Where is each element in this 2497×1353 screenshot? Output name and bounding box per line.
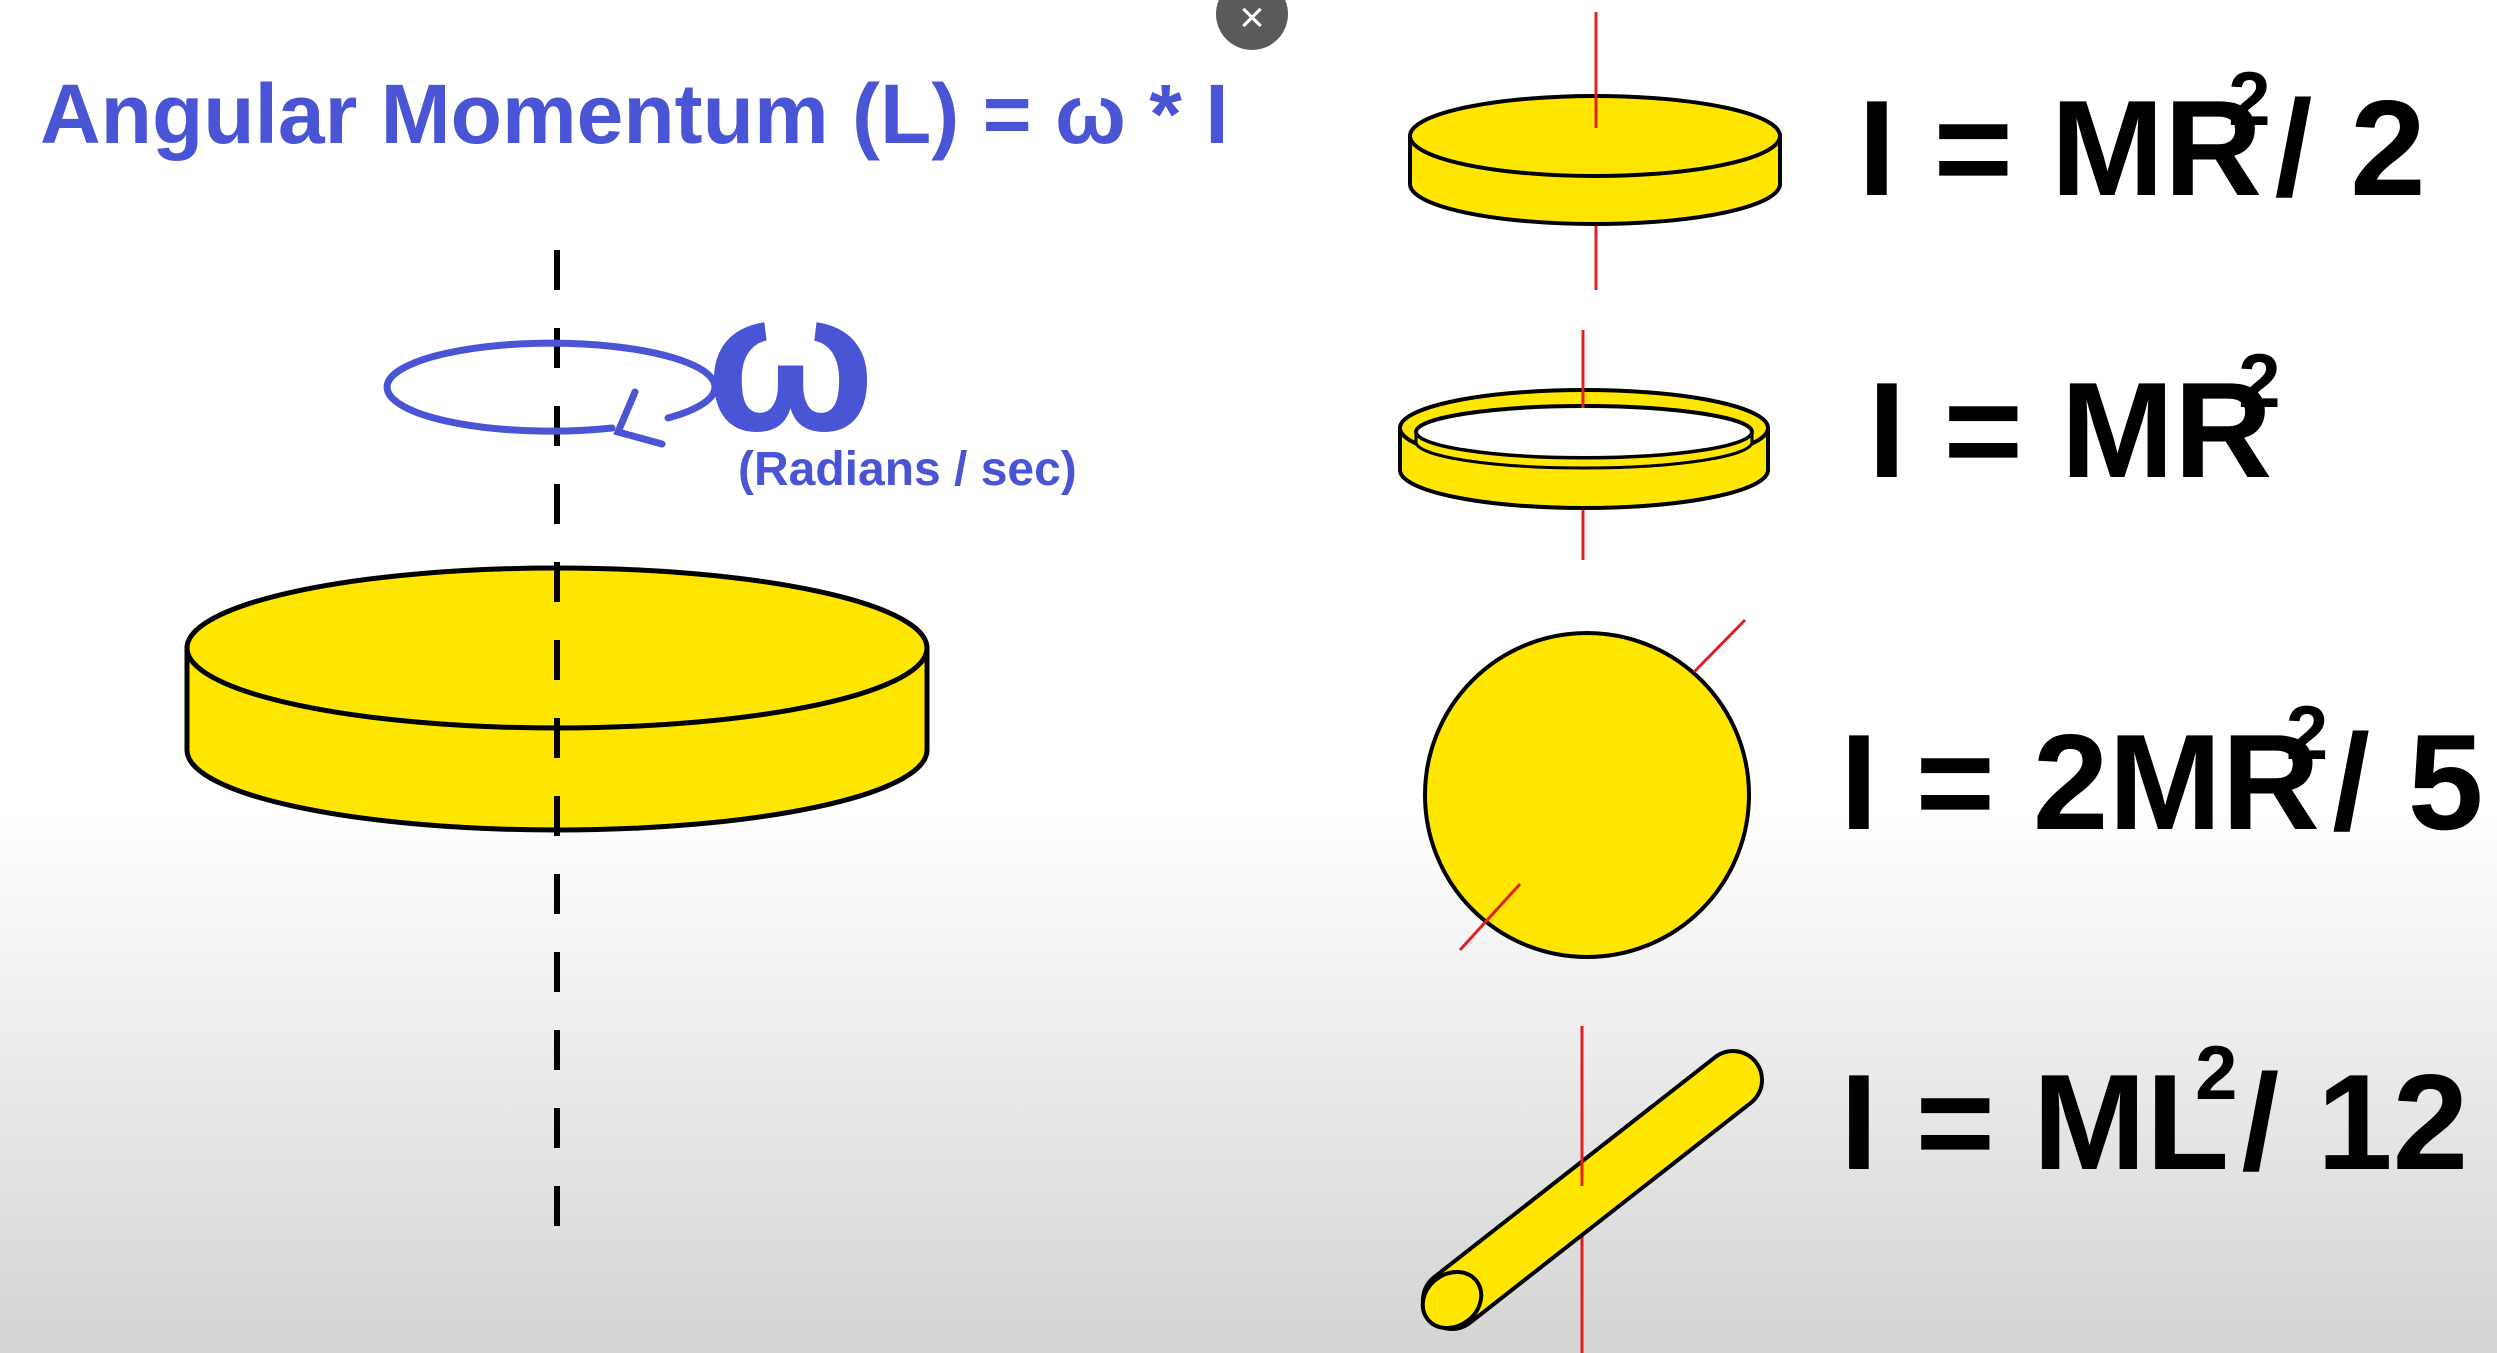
sphere-shape [1423, 618, 1751, 959]
formula-exponent: 2 [2238, 339, 2281, 424]
rod-shape [1420, 1026, 1764, 1353]
formula-base: I = 2MR [1840, 706, 2320, 858]
formula-tail: / 12 [2241, 1046, 2469, 1198]
formula-ring: I = MR2 [1868, 339, 2285, 520]
formula-tail: / 2 [2274, 72, 2426, 224]
omega-units: (Radians / sec) [738, 443, 1077, 496]
formula-exponent: 2 [2195, 1031, 2238, 1116]
formula-exponent: 2 [2228, 57, 2271, 142]
rotation-arrow-icon [383, 339, 719, 448]
formula-exponent: 2 [2285, 691, 2329, 776]
formula-rod: I = ML2/ 12 [1840, 1031, 2468, 1212]
formula-tail: / 5 [2332, 706, 2484, 858]
solid-disk-shape [1408, 12, 1782, 290]
formula-sphere: I = 2MR2/ 5 [1840, 691, 2483, 872]
ring-shape [1398, 330, 1770, 560]
formula-base: I = ML [1840, 1046, 2230, 1198]
close-icon: × [1239, 0, 1265, 42]
formula-base: I = MR [1868, 354, 2273, 506]
main-disk [184, 565, 930, 833]
slide-title: Angular Momentum (L) = ω * I [40, 67, 1229, 161]
formula-solid-disk: I = MR2/ 2 [1858, 57, 2426, 238]
formula-base: I = MR [1858, 72, 2263, 224]
omega-symbol: ω [706, 250, 875, 473]
